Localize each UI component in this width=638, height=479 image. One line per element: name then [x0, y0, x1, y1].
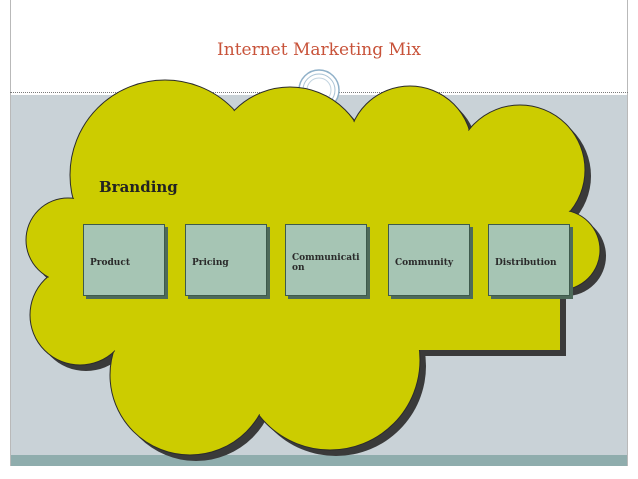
- box-community: Community: [388, 224, 470, 296]
- slide-title: Internet Marketing Mix: [217, 40, 421, 60]
- box-communication: Communication: [285, 224, 367, 296]
- box-distribution: Distribution: [488, 224, 570, 296]
- branding-label: Branding: [99, 178, 178, 196]
- box-pricing: Pricing: [185, 224, 267, 296]
- bottom-bar: [11, 455, 627, 466]
- box-product: Product: [83, 224, 165, 296]
- slide-frame: [10, 0, 628, 466]
